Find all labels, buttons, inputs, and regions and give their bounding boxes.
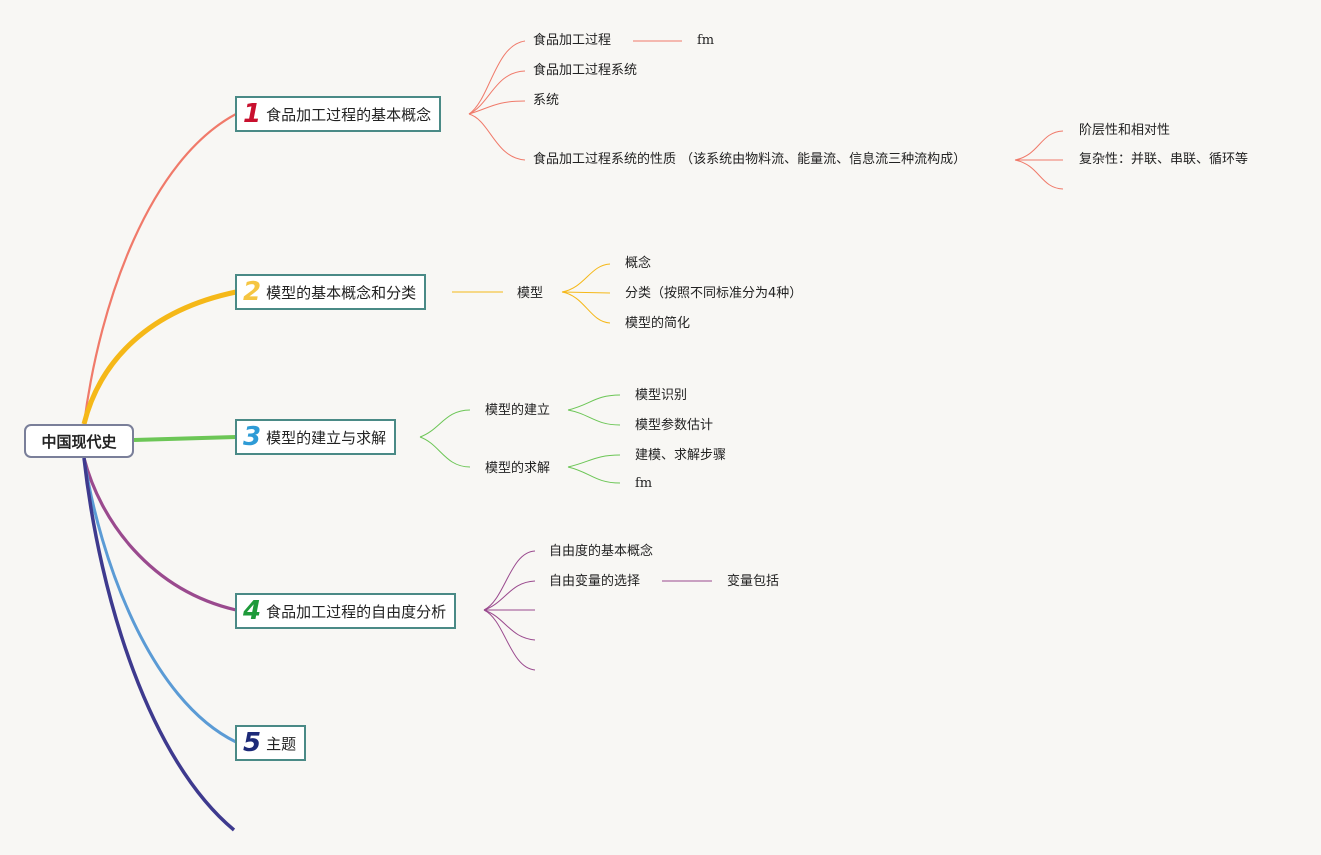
subtopic-1-4-2[interactable]: 复杂性：并联、串联、循环等 bbox=[1079, 152, 1249, 167]
topic-number-1: 1 bbox=[243, 99, 262, 129]
topic-3[interactable]: 3 模型的建立与求解 bbox=[235, 419, 397, 455]
subtopic-2-1[interactable]: 模型 bbox=[517, 286, 544, 301]
subtopic-2-1-2[interactable]: 分类（按照不同标准分为4种） bbox=[625, 286, 803, 301]
subtopic-3-1-2[interactable]: 模型参数估计 bbox=[635, 418, 714, 433]
branch-line-4 bbox=[82, 457, 237, 612]
topic-2[interactable]: 2 模型的基本概念和分类 bbox=[235, 274, 427, 310]
topic-number-5: 5 bbox=[243, 728, 262, 758]
topic-5[interactable]: 5 主题 bbox=[235, 725, 307, 761]
subtopic-3-2-1[interactable]: 建模、求解步骤 bbox=[635, 448, 727, 463]
subtopic-3-1[interactable]: 模型的建立 bbox=[485, 403, 551, 418]
subtopic-4-1[interactable]: 自由度的基本概念 bbox=[549, 544, 654, 559]
subtopic-4-2-note[interactable]: 变量包括 bbox=[727, 574, 780, 589]
subtopic-2-1-3[interactable]: 模型的简化 bbox=[625, 316, 691, 331]
topic-number-2: 2 bbox=[243, 277, 262, 307]
topic-label-1: 食品加工过程的基本概念 bbox=[266, 105, 432, 124]
topic-number-3: 3 bbox=[243, 422, 262, 452]
branch-line-extra bbox=[82, 457, 236, 832]
subtopic-1-4[interactable]: 食品加工过程系统的性质 （该系统由物料流、能量流、信息流三种流构成） bbox=[533, 152, 967, 167]
root-label: 中国现代史 bbox=[41, 432, 117, 451]
topic-4[interactable]: 4 食品加工过程的自由度分析 bbox=[235, 593, 457, 629]
topic-label-4: 食品加工过程的自由度分析 bbox=[266, 602, 447, 621]
subtopic-1-1[interactable]: 食品加工过程 bbox=[533, 33, 612, 48]
branch-line-2 bbox=[81, 289, 237, 425]
branch-line-1 bbox=[82, 113, 237, 425]
subtopic-1-3[interactable]: 系统 bbox=[533, 93, 560, 108]
subtopic-1-4-1[interactable]: 阶层性和相对性 bbox=[1079, 123, 1171, 138]
subtopic-1-2[interactable]: 食品加工过程系统 bbox=[533, 63, 638, 78]
topic-label-2: 模型的基本概念和分类 bbox=[266, 283, 417, 302]
topic-1[interactable]: 1 食品加工过程的基本概念 bbox=[235, 96, 442, 132]
subtopic-4-2[interactable]: 自由变量的选择 bbox=[549, 574, 641, 589]
topic-label-3: 模型的建立与求解 bbox=[266, 428, 387, 447]
branch-line-3 bbox=[133, 435, 237, 442]
topic-label-5: 主题 bbox=[266, 734, 297, 753]
subtopic-2-1-1[interactable]: 概念 bbox=[625, 256, 652, 271]
subtopic-3-2-2[interactable]: fm bbox=[635, 476, 653, 491]
subtopic-3-1-1[interactable]: 模型识别 bbox=[635, 388, 688, 403]
subtopic-1-1-note[interactable]: fm bbox=[697, 33, 715, 48]
subtopic-3-2[interactable]: 模型的求解 bbox=[485, 461, 551, 476]
branch-line-5 bbox=[82, 457, 237, 744]
root-topic[interactable]: 中国现代史 bbox=[24, 424, 134, 458]
topic-number-4: 4 bbox=[243, 596, 262, 626]
